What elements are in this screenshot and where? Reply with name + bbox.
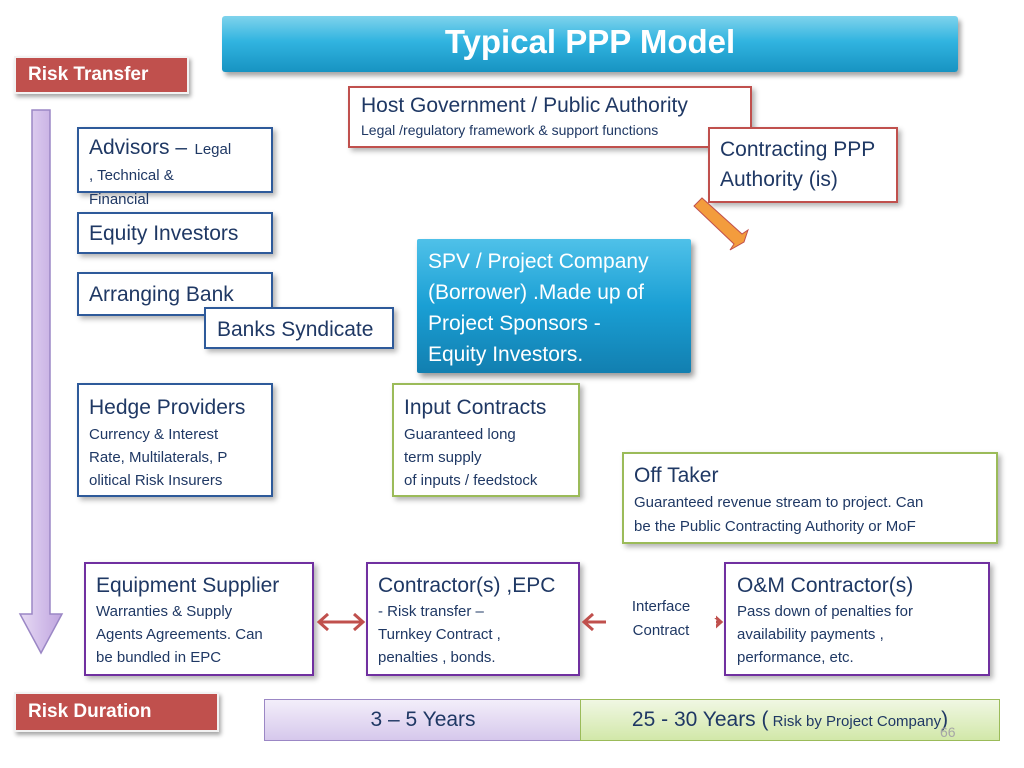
risk-duration-tag: Risk Duration	[14, 692, 219, 732]
contractor-epc-line3: penalties , bonds.	[378, 649, 496, 666]
arranging-bank-label: Arranging Bank	[89, 283, 234, 306]
hedge-providers-box: Hedge Providers Currency & Interest Rate…	[77, 383, 273, 497]
equipment-supplier-title: Equipment Supplier	[96, 574, 280, 597]
hedge-providers-line2: Rate, Multilaterals, P	[89, 449, 228, 466]
interface-contract-label-2: Contract	[606, 620, 716, 642]
input-contracts-line3: of inputs / feedstock	[404, 472, 538, 489]
off-taker-title: Off Taker	[634, 464, 719, 487]
contractor-epc-line2: Turnkey Contract ,	[378, 626, 501, 643]
spv-line4: Equity Investors.	[428, 343, 584, 366]
advisors-line3: Financial	[89, 191, 150, 208]
contracting-authority-line2: Authority (is)	[720, 168, 838, 191]
input-contracts-line2: term supply	[404, 449, 482, 466]
duration-short-bar: 3 – 5 Years	[264, 699, 582, 741]
om-contractor-title: O&M Contractor(s)	[737, 574, 914, 597]
duration-long-suffix: )	[941, 708, 949, 731]
orange-connector-arrow	[693, 197, 749, 251]
duration-short-label: 3 – 5 Years	[370, 708, 476, 731]
duration-long-small: Risk by Project Company	[768, 713, 942, 730]
contractor-epc-title: Contractor(s) ,EPC	[378, 574, 556, 597]
off-taker-line1: Guaranteed revenue stream to project. Ca…	[634, 494, 924, 511]
contractor-epc-box: Contractor(s) ,EPC - Risk transfer – Tur…	[366, 562, 580, 676]
equity-investors-box: Equity Investors	[77, 212, 273, 254]
advisors-line2: , Technical &	[89, 167, 174, 184]
risk-transfer-label: Risk Transfer	[28, 64, 149, 85]
input-contracts-line1: Guaranteed long	[404, 426, 516, 443]
page-title: Typical PPP Model	[444, 23, 736, 60]
interface-contract-line2: Contract	[632, 622, 690, 639]
hedge-providers-title: Hedge Providers	[89, 396, 246, 419]
risk-transfer-arrow	[18, 109, 64, 655]
off-taker-line2: be the Public Contracting Authority or M…	[634, 518, 916, 535]
off-taker-box: Off Taker Guaranteed revenue stream to p…	[622, 452, 998, 544]
advisors-title-suffix: Legal	[194, 141, 232, 158]
equipment-supplier-line3: be bundled in EPC	[96, 649, 222, 666]
spv-line1: SPV / Project Company	[428, 250, 649, 273]
host-government-subtitle: Legal /regulatory framework & support fu…	[361, 122, 659, 138]
risk-duration-label: Risk Duration	[28, 701, 152, 722]
risk-transfer-tag: Risk Transfer	[14, 56, 189, 94]
hedge-providers-line1: Currency & Interest	[89, 426, 219, 443]
om-contractor-line2: availability payments ,	[737, 626, 884, 643]
contracting-authority-box: Contracting PPP Authority (is)	[708, 127, 898, 203]
banks-syndicate-label: Banks Syndicate	[217, 318, 374, 341]
input-contracts-box: Input Contracts Guaranteed long term sup…	[392, 383, 580, 497]
spv-project-company-box: SPV / Project Company (Borrower) .Made u…	[417, 239, 691, 373]
duration-long-bar: 25 - 30 Years ( Risk by Project Company)	[580, 699, 1000, 741]
om-contractor-box: O&M Contractor(s) Pass down of penalties…	[724, 562, 990, 676]
hedge-providers-line3: olitical Risk Insurers	[89, 472, 223, 489]
contractor-epc-line1: - Risk transfer –	[378, 603, 484, 620]
page-number: 66	[940, 724, 956, 740]
title-banner	[222, 16, 958, 72]
spv-line2: (Borrower) .Made up of	[428, 281, 644, 304]
interface-contract-line1: Interface	[631, 598, 691, 615]
equipment-supplier-line1: Warranties & Supply	[96, 603, 233, 620]
advisors-box: Advisors – Legal , Technical & Financial	[77, 127, 273, 208]
host-government-box: Host Government / Public Authority Legal…	[348, 86, 752, 148]
supplier-contractor-double-arrow	[316, 612, 366, 632]
contracting-authority-line1: Contracting PPP	[720, 138, 876, 161]
spv-line3: Project Sponsors -	[428, 312, 601, 335]
arranging-bank-box: Arranging Bank	[77, 272, 273, 316]
duration-long-prefix: 25 - 30 Years (	[631, 708, 769, 731]
equipment-supplier-line2: Agents Agreements. Can	[96, 626, 263, 643]
interface-contract-label: Interface	[606, 596, 716, 618]
advisors-title: Advisors –	[89, 136, 188, 159]
host-government-title: Host Government / Public Authority	[361, 94, 688, 117]
om-contractor-line3: performance, etc.	[737, 649, 854, 666]
om-contractor-line1: Pass down of penalties for	[737, 603, 913, 620]
banks-syndicate-box: Banks Syndicate	[204, 307, 394, 349]
equipment-supplier-box: Equipment Supplier Warranties & Supply A…	[84, 562, 314, 676]
equity-investors-label: Equity Investors	[89, 222, 239, 245]
input-contracts-title: Input Contracts	[404, 396, 547, 419]
